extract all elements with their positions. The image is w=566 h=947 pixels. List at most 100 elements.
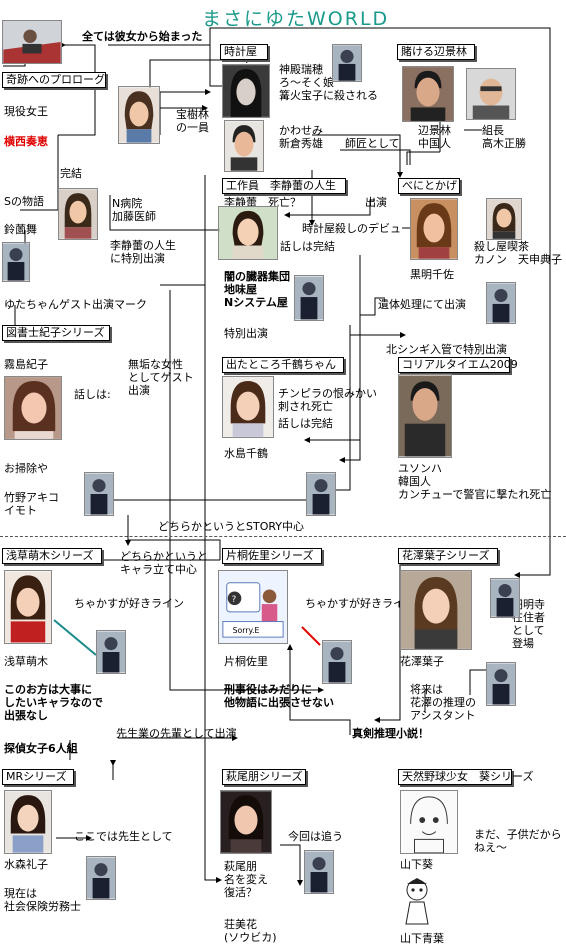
text-enmei: 円明寺 在住者 として 登場 bbox=[512, 598, 545, 650]
box-katagiri-series: 片桐佐里シリーズ bbox=[222, 548, 322, 564]
box-label: 工作員 李静蕾の人生 bbox=[226, 179, 336, 192]
arrowhead bbox=[297, 880, 303, 886]
box-toshokan: 図書士紀子シリーズ bbox=[2, 325, 110, 341]
yuta-guest-mark-icon bbox=[332, 44, 362, 82]
text-koroshiya: 殺し屋喫茶 カノン 天申典子 bbox=[474, 240, 562, 266]
text-yusonha: ユソンハ 韓国人 カンチューで警官に撃たれ死亡 bbox=[398, 462, 552, 501]
line bbox=[109, 195, 218, 231]
text-n-byoin: N病院 加藤医師 bbox=[112, 197, 156, 223]
box-label: 時計屋 bbox=[224, 45, 257, 58]
text-yokonishi: 横西奏恵 bbox=[4, 135, 48, 148]
arrowhead bbox=[397, 172, 403, 178]
box-kakeru-henkeirin: 賭ける辺景林 bbox=[397, 44, 475, 60]
text-takeno: 竹野アキコ イモト bbox=[4, 491, 59, 517]
arrowhead bbox=[216, 877, 222, 883]
box-korean: コリアルタイエム2009 bbox=[398, 357, 518, 373]
text-sensei-shutsuen: 先生業の先輩として出演 bbox=[116, 727, 237, 740]
text-shisho: 師匠として bbox=[345, 137, 400, 150]
line bbox=[290, 199, 375, 216]
line bbox=[345, 255, 361, 461]
text-muku: 無垢な女性 としてゲスト 出演 bbox=[128, 358, 194, 397]
text-katagiri-sari: 片桐佐里 bbox=[224, 655, 268, 668]
text-kawasemi: かわせみ 新倉秀雄 bbox=[279, 124, 323, 150]
box-kousakuin: 工作員 李静蕾の人生 bbox=[222, 178, 346, 194]
line bbox=[169, 290, 318, 691]
text-story-chushin: どちらかというとSTORY中心 bbox=[158, 520, 305, 533]
text-mizushima: 水島千鶴 bbox=[224, 447, 268, 460]
text-hanashi2: 話しは完結 bbox=[278, 417, 333, 430]
line bbox=[108, 27, 551, 576]
text-hanashi1: 話しは完結 bbox=[280, 240, 335, 253]
text-tokeiya-debut: 時計屋殺しのデビュー bbox=[302, 222, 412, 235]
text-mada: まだ、子供だから ねえ～ bbox=[474, 828, 562, 854]
photo-kokumei-portrait bbox=[410, 198, 458, 260]
line bbox=[340, 149, 411, 165]
line bbox=[99, 475, 308, 501]
box-hagio-series: 萩尾朋シリーズ bbox=[222, 769, 306, 785]
photo-kirishima-portrait bbox=[4, 376, 62, 440]
arrowhead bbox=[287, 644, 293, 650]
box-kiseki-prologue: 奇跡へのプロローグ bbox=[2, 72, 106, 88]
text-shutsuen1: 出演 bbox=[365, 196, 387, 209]
text-hanashi-wa: 話しは: bbox=[74, 388, 111, 401]
yuta-guest-mark-icon bbox=[486, 662, 516, 706]
yuta-guest-mark-icon bbox=[96, 630, 126, 674]
box-tennen-series: 天然野球少女 葵シリーズ bbox=[398, 769, 533, 785]
page-title: まさにゆたWORLD bbox=[202, 8, 390, 30]
text-sobika: 荘美花 (ソウビカ) bbox=[224, 918, 277, 944]
arrowhead bbox=[110, 760, 116, 766]
photo-kawasemi-portrait bbox=[224, 120, 264, 172]
box-asakusa-series: 浅草萌木シリーズ bbox=[2, 548, 102, 564]
text-hoju: 宝樹林 の一員 bbox=[176, 108, 209, 134]
line bbox=[310, 345, 361, 441]
arrowhead bbox=[125, 540, 131, 546]
text-hanazawa-yoko: 花澤葉子 bbox=[400, 655, 444, 668]
line bbox=[159, 91, 205, 135]
yuta-guest-mark-icon bbox=[306, 472, 336, 516]
yuta-guest-mark-icon bbox=[486, 282, 516, 324]
text-chara-chushin: どちらかというと キャラ立て中心 bbox=[120, 550, 208, 576]
text-suzuno: 鈴薗舞 bbox=[4, 223, 37, 236]
section-divider bbox=[0, 536, 566, 537]
text-genzai: 現在は 社会保険労務士 bbox=[4, 887, 81, 913]
illustration-yamashita-aoba bbox=[400, 874, 434, 930]
box-label: 図書士紀子シリーズ bbox=[6, 326, 105, 339]
text-tanteijoshi: 探偵女子6人組 bbox=[4, 742, 78, 755]
chakasu-line-red bbox=[301, 626, 321, 646]
box-label: 片桐佐里シリーズ bbox=[226, 549, 314, 562]
box-beni-tokage: べにとかげ bbox=[398, 178, 460, 194]
box-label: 賭ける辺景林 bbox=[401, 45, 467, 58]
yuta-guest-mark-icon bbox=[322, 640, 352, 684]
text-shourai: 将来は 花澤の推理の アシスタント bbox=[410, 683, 476, 722]
line bbox=[312, 134, 401, 172]
photo-suzuno-portrait bbox=[58, 188, 98, 240]
text-itai: 遺体処理にて出演 bbox=[378, 298, 466, 311]
text-keiji: 刑事役はみだりに 他物語に出張させない bbox=[224, 683, 334, 709]
box-label: 出たところ千鶴ちゃん bbox=[226, 358, 336, 371]
box-tokeiya: 時計屋 bbox=[220, 44, 268, 60]
yuta-guest-mark-icon bbox=[490, 578, 520, 618]
text-ri-seirai: 李静蕾 死亡？ bbox=[224, 196, 301, 209]
line bbox=[280, 844, 301, 880]
box-label: べにとかげ bbox=[402, 179, 457, 192]
text-osoji: お掃除や bbox=[4, 462, 48, 475]
arrowhead bbox=[514, 572, 520, 578]
text-kanketsu: 完結 bbox=[60, 167, 82, 180]
text-yamashita-aoi: 山下葵 bbox=[400, 858, 433, 871]
photo-yusonha-portrait bbox=[398, 374, 452, 458]
line bbox=[406, 151, 440, 165]
katagiri-sorry-text: Sorry.E bbox=[233, 626, 260, 635]
photo-asakusa-portrait bbox=[4, 570, 52, 644]
text-konokata: このお方は大事に したいキャラなので 出張なし bbox=[4, 683, 103, 722]
text-kokodewa: ここでは先生として bbox=[74, 830, 173, 843]
photo-jindono-portrait bbox=[222, 64, 270, 118]
photo-mizumori-portrait bbox=[4, 790, 52, 854]
text-subete: 全ては彼女から始まった bbox=[82, 30, 203, 43]
text-kirishima: 霧島紀子 bbox=[4, 358, 48, 371]
text-chakasu2: ちゃかすが好きライ bbox=[305, 597, 404, 610]
yuta-guest-mark-icon bbox=[84, 472, 114, 516]
line bbox=[58, 44, 96, 136]
arrowhead bbox=[205, 89, 211, 95]
box-label: 浅草萌木シリーズ bbox=[6, 549, 94, 562]
box-mr-series: MRシリーズ bbox=[2, 769, 74, 785]
